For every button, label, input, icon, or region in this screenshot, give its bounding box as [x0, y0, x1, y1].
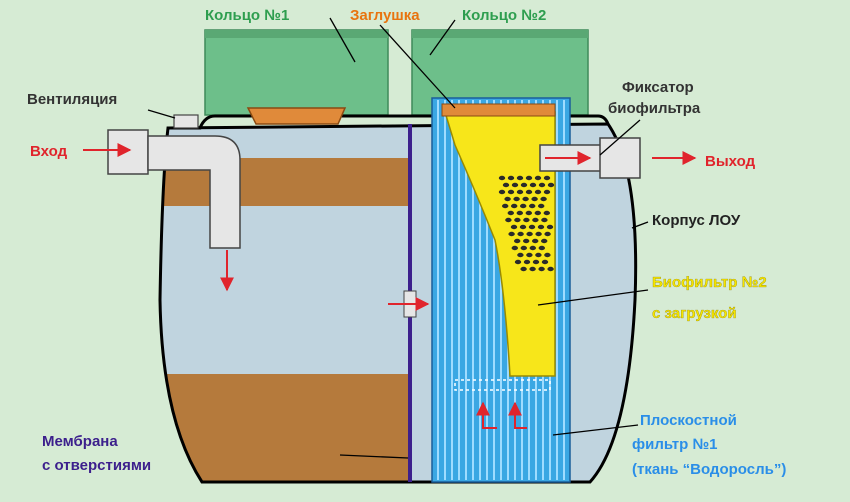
load-granule [538, 266, 545, 272]
load-granule [525, 189, 533, 195]
label-biofilter-fixer-1: Фиксатор [622, 79, 694, 96]
biofilter-load [498, 175, 555, 272]
load-granule [523, 259, 531, 265]
load-granule [544, 252, 551, 258]
label-flat-filter-2: фильтр №1 [632, 436, 718, 453]
load-granule [514, 217, 521, 223]
load-granule [529, 266, 536, 272]
load-granule [508, 231, 515, 237]
label-ventilation: Вентиляция [27, 91, 117, 108]
load-granule [534, 210, 541, 216]
label-biofilter-2-2: с загрузкой [652, 305, 737, 322]
label-biofilter-fixer-2: биофильтра [608, 100, 701, 117]
load-granule [523, 238, 530, 244]
load-granule [514, 259, 522, 265]
load-granule [516, 210, 523, 216]
load-granule [513, 196, 520, 202]
load-granule [547, 182, 555, 188]
load-granule [516, 175, 524, 181]
load-granule [535, 231, 542, 237]
load-granule [525, 175, 533, 181]
label-inlet: Вход [30, 143, 68, 160]
upflow-arrow-1 [476, 401, 497, 429]
upflow-arrow-2 [508, 401, 527, 429]
label-ring-1: Кольцо №1 [205, 7, 289, 24]
label-plug: Заглушка [350, 7, 420, 24]
load-granule [507, 175, 515, 181]
load-granule [529, 203, 536, 209]
load-granule [529, 245, 536, 251]
label-flat-filter-3: (ткань “Водоросль”) [632, 461, 786, 478]
plug-cap [246, 107, 347, 125]
load-granule [502, 203, 509, 209]
load-granule [505, 217, 512, 223]
load-granule [507, 189, 515, 195]
load-granule [511, 245, 518, 251]
load-granule [507, 210, 514, 216]
load-granule [502, 182, 510, 188]
load-granule [511, 203, 518, 209]
load-granule [546, 224, 554, 230]
load-granule [520, 182, 528, 188]
load-granule [534, 175, 542, 181]
inlet-pipe [107, 129, 241, 249]
vent-pipe [173, 114, 199, 129]
load-granule [510, 224, 518, 230]
distributor [454, 379, 551, 391]
load-granule [520, 203, 527, 209]
load-granule [498, 189, 506, 195]
load-granule [538, 245, 545, 251]
load-granule [522, 196, 529, 202]
load-granule [504, 196, 511, 202]
load-granule [531, 196, 538, 202]
load-granule [526, 252, 533, 258]
load-granule [543, 189, 551, 195]
load-granule [520, 266, 527, 272]
load-granule [511, 182, 519, 188]
load-granule [498, 175, 506, 181]
label-flat-filter-1: Плоскостной [640, 412, 737, 429]
load-granule [541, 259, 549, 265]
load-granule [537, 224, 545, 230]
load-granule [526, 231, 533, 237]
load-granule [532, 238, 539, 244]
load-granule [519, 224, 527, 230]
load-granule [538, 182, 546, 188]
label-ring-2: Кольцо №2 [462, 7, 546, 24]
load-granule [528, 224, 536, 230]
label-biofilter-2-1: Биофильтр №2 [652, 274, 767, 291]
load-granule [529, 182, 537, 188]
load-granule [535, 252, 542, 258]
load-granule [544, 231, 551, 237]
sludge-bottom-layer [160, 374, 410, 482]
ring-1 [204, 29, 389, 116]
load-granule [538, 203, 545, 209]
load-granule [514, 238, 521, 244]
load-granule [523, 217, 530, 223]
load-granule [543, 175, 551, 181]
load-granule [541, 238, 548, 244]
load-granule [516, 189, 524, 195]
load-granule [547, 266, 554, 272]
load-granule [534, 189, 542, 195]
load-granule [532, 217, 539, 223]
load-granule [517, 231, 524, 237]
label-housing: Корпус ЛОУ [652, 212, 741, 229]
label-outlet: Выход [705, 153, 756, 170]
load-granule [532, 259, 540, 265]
load-granule [543, 210, 550, 216]
load-granule [541, 217, 548, 223]
load-granule [517, 252, 524, 258]
load-granule [520, 245, 527, 251]
load-granule [540, 196, 547, 202]
label-membrane-1: Мембрана [42, 433, 118, 450]
load-granule [525, 210, 532, 216]
label-membrane-2: с отверстиями [42, 457, 151, 474]
